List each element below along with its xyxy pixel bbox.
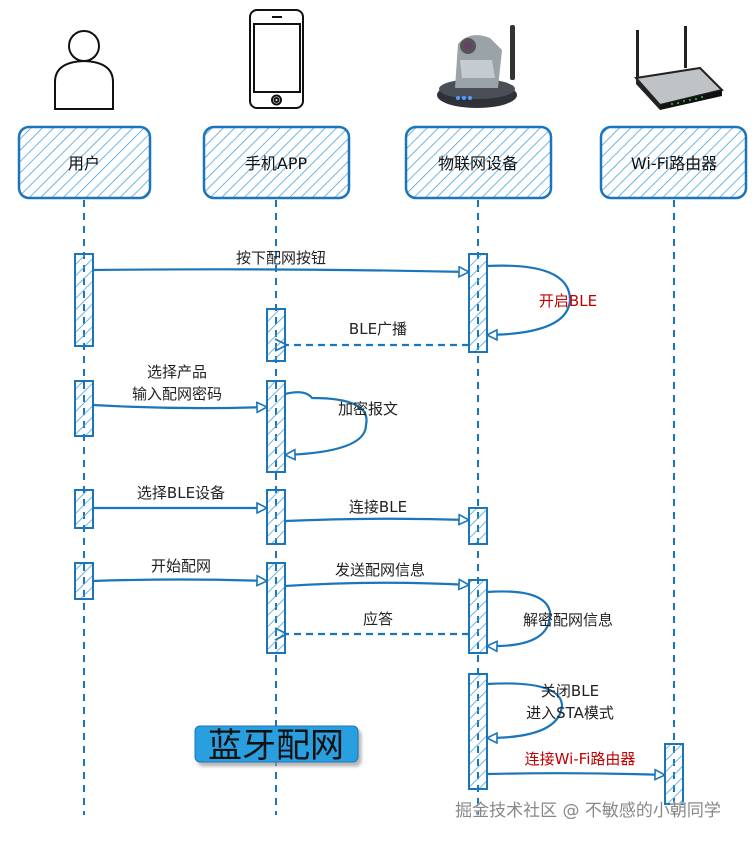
message-arrow-enable-ble: [487, 264, 572, 335]
activation-router-1: [664, 743, 684, 805]
messages: [92, 264, 665, 775]
message-arrow-encrypt: [285, 391, 368, 455]
activation-user-3: [74, 489, 94, 529]
activation-app-2: [266, 380, 286, 473]
actor-label-router: Wi-Fi路由器: [631, 154, 717, 173]
message-label-decrypt: 解密配网信息: [523, 611, 613, 629]
message-label-press-button: 按下配网按钮: [236, 249, 326, 267]
message-label-start-provision: 开始配网: [151, 557, 211, 575]
message-label-enter-sta: 进入STA模式: [526, 704, 614, 722]
message-label-close-ble: 关闭BLE: [541, 682, 599, 700]
message-arrow-connect-ble: [284, 519, 469, 521]
smartphone-icon: [249, 9, 304, 109]
message-label-response: 应答: [363, 610, 393, 628]
diagram-title: 蓝牙配网: [208, 726, 344, 766]
activation-device-1: [468, 253, 488, 353]
message-label-send-provision-info: 发送配网信息: [335, 561, 425, 579]
message-label-select-product: 选择产品: [147, 363, 207, 381]
message-arrow-connect-router: [486, 773, 665, 775]
activation-user-4: [74, 562, 94, 600]
message-arrow-press-button: [92, 269, 469, 272]
actor-label-device: 物联网设备: [438, 154, 518, 173]
message-label-input-password: 输入配网密码: [132, 385, 222, 403]
message-arrow-decrypt: [487, 590, 552, 646]
message-arrow-close-ble: [487, 682, 564, 738]
message-arrow-send-provision-info: [284, 583, 469, 586]
actor-box-user[interactable]: 用户: [17, 125, 152, 200]
activation-device-2: [468, 507, 488, 545]
person-icon: [54, 30, 114, 110]
activation-user-1: [74, 253, 94, 347]
message-label-select-ble-device: 选择BLE设备: [137, 484, 225, 502]
ip-camera-icon: [437, 25, 517, 108]
activation-app-4: [266, 562, 286, 654]
message-label-encrypt: 加密报文: [338, 400, 398, 418]
actor-box-router[interactable]: Wi-Fi路由器: [599, 125, 748, 200]
message-label-connect-ble: 连接BLE: [349, 498, 407, 516]
watermark: 掘金技术社区 @ 不敏感的小朝同学: [455, 801, 721, 821]
actor-label-app: 手机APP: [245, 154, 308, 173]
activations: [74, 253, 684, 805]
message-arrow-start-provision: [92, 580, 267, 582]
message-label-ble-broadcast: BLE广播: [349, 320, 407, 338]
activation-user-2: [74, 380, 94, 437]
activation-app-1: [266, 308, 286, 362]
activation-device-3: [468, 579, 488, 654]
message-arrow-select-product: [92, 405, 267, 408]
activation-app-3: [266, 489, 286, 545]
actor-label-user: 用户: [68, 154, 100, 173]
message-label-enable-ble: 开启BLE: [539, 292, 597, 310]
wifi-router-icon: [634, 26, 724, 110]
actor-box-device[interactable]: 物联网设备: [404, 125, 553, 200]
message-label-connect-router: 连接Wi-Fi路由器: [525, 750, 636, 768]
activation-device-4: [468, 673, 488, 790]
actor-box-app[interactable]: 手机APP: [202, 125, 351, 200]
title-badge: [194, 725, 359, 763]
